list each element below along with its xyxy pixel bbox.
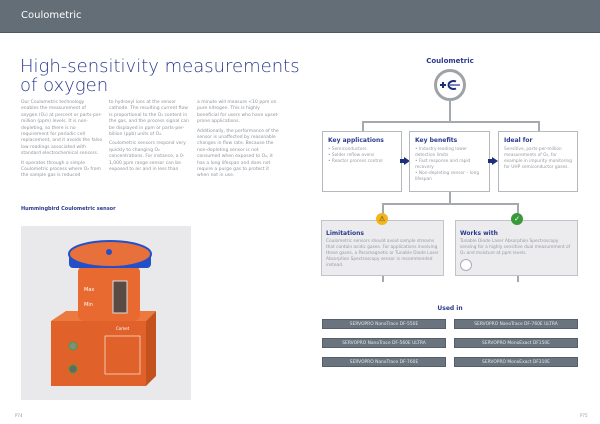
product-button[interactable]: SERVOPRO NanoTrace DF-550E xyxy=(322,319,446,329)
connector xyxy=(449,101,451,122)
arrow-right-icon xyxy=(400,157,410,165)
used-in-title: Used in xyxy=(437,305,463,312)
paragraph: It operates through a simple Coulometric… xyxy=(21,160,101,179)
limitations-box: Limitations Coulometric sensors should a… xyxy=(321,220,444,276)
list-item: Solder reflow ovens xyxy=(328,153,396,159)
box-title: Ideal for xyxy=(504,137,533,144)
product-button[interactable]: SERVOPRO MonoExact DF310E xyxy=(454,357,578,367)
list-item: Reactor process control xyxy=(328,159,396,165)
page-number-right: P75 xyxy=(580,413,588,418)
sensor-photo: Max Min Comet xyxy=(21,226,191,400)
paragraph: Additionally, the performance of the sen… xyxy=(197,128,279,179)
box-title: Works with xyxy=(460,230,498,237)
connector xyxy=(382,276,384,282)
connector xyxy=(449,192,451,204)
box-title: Limitations xyxy=(326,230,364,237)
page-number-left: P74 xyxy=(15,413,23,418)
coulometric-icon xyxy=(434,69,466,101)
brand-label: Comet xyxy=(116,326,130,331)
connector xyxy=(538,121,540,131)
page-headline: High-sensitivity measurements of oxygen xyxy=(20,56,300,96)
paragraph: a minute will measure <10 ppm on pure ni… xyxy=(197,100,279,125)
connector xyxy=(517,203,519,220)
key-applications-box: Key applications SemiconductorsSolder re… xyxy=(322,131,402,192)
warning-icon: ⚠ xyxy=(376,213,388,225)
connector xyxy=(382,203,384,220)
connector xyxy=(362,121,364,131)
box-text: Tunable Diode Laser Absorption Spectrosc… xyxy=(460,239,571,256)
ideal-for-box: Ideal for Sensitive, parts-per-million m… xyxy=(498,131,578,192)
product-button[interactable]: SERVOPRO MonoExact DF150E xyxy=(454,338,578,348)
body-column-2: to hydroxyl ions at the sensor cathode. … xyxy=(109,100,191,176)
list-item: Semiconductors xyxy=(328,147,396,153)
paragraph: Our Coulometric technology enables the m… xyxy=(21,100,103,157)
min-label: Min xyxy=(84,302,93,308)
connector xyxy=(517,276,519,282)
box-title: Key benefits xyxy=(415,137,458,144)
product-button[interactable]: SERVOPRO NanoTrace DF-760E xyxy=(322,357,446,367)
section-header-bar xyxy=(0,0,600,33)
product-button[interactable]: SERVOPRO NanoTrace DF-560E ULTRA xyxy=(322,338,446,348)
works-with-box: Works with Tunable Diode Laser Absorptio… xyxy=(455,220,578,276)
list-item: Fast response and rapid recovery xyxy=(415,159,484,171)
body-column-1: Our Coulometric technology enables the m… xyxy=(21,100,103,183)
box-text: Coulometric sensors should avoid sample … xyxy=(326,239,439,268)
box-title: Key applications xyxy=(328,137,384,144)
key-benefits-box: Key benefits Industry-leading lower dete… xyxy=(409,131,490,192)
list-item: Industry-leading lower detection limits xyxy=(415,147,484,159)
section-title: Coulometric xyxy=(21,10,82,21)
tdlas-icon xyxy=(460,259,472,271)
connector xyxy=(382,203,518,205)
photo-caption: Hummingbird Coulometric sensor xyxy=(21,206,116,212)
paragraph: to hydroxyl ions at the sensor cathode. … xyxy=(109,100,189,138)
paragraph: Coulometric sensors respond very quickly… xyxy=(109,141,186,173)
diagram-title: Coulometric xyxy=(426,57,474,65)
list-item: Non-depleting sensor – long lifespan xyxy=(415,171,484,183)
connector xyxy=(362,121,539,123)
box-text: Sensitive, parts-per-million measurement… xyxy=(504,147,572,170)
max-label: Max xyxy=(84,287,94,293)
body-column-3: a minute will measure <10 ppm on pure ni… xyxy=(197,100,279,183)
product-button[interactable]: SERVOPRO NanoTrace DF-760E ULTRA xyxy=(454,319,578,329)
check-icon: ✓ xyxy=(511,213,523,225)
sensor-illustration: Max Min Comet xyxy=(51,240,156,386)
arrow-right-icon xyxy=(488,157,498,165)
